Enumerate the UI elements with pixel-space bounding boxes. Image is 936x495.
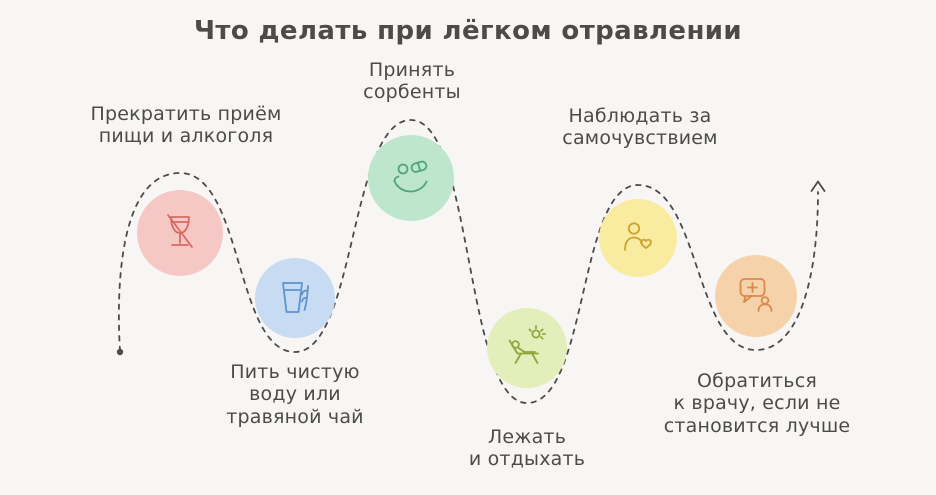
path-start-dot: [116, 348, 124, 356]
water-glass-icon: [282, 282, 309, 313]
step-label-lie-down-rest: Лежать и отдыхать: [468, 426, 586, 471]
resting-person-icon: [508, 325, 546, 364]
step-node-stop-eating-alcohol: [137, 190, 223, 276]
path-dashed-line: [118, 119, 819, 404]
step-node-lie-down-rest: [487, 308, 567, 388]
no-alcohol-icon: [167, 214, 193, 248]
step-label-see-doctor: Обратиться к врачу, если не становится л…: [663, 370, 851, 437]
step-node-monitor-condition: [599, 199, 677, 277]
step-label-drink-water-or-tea: Пить чистую воду или травяной чай: [226, 361, 364, 428]
medical-chat-icon: [739, 278, 773, 312]
path-arrow-head-icon: [810, 180, 826, 192]
step-node-see-doctor: [715, 255, 797, 337]
hand-with-pills-icon: [393, 160, 428, 193]
step-node-take-sorbents: [368, 135, 454, 221]
person-with-heart-icon: [624, 222, 652, 251]
step-label-monitor-condition: Наблюдать за самочувствием: [562, 105, 718, 150]
page-title: Что делать при лёгком отравлении: [193, 16, 743, 46]
step-label-take-sorbents: Принять сорбенты: [363, 59, 461, 104]
step-node-drink-water-or-tea: [255, 258, 335, 338]
step-label-stop-eating-alcohol: Прекратить приём пищи и алкоголя: [90, 103, 282, 148]
